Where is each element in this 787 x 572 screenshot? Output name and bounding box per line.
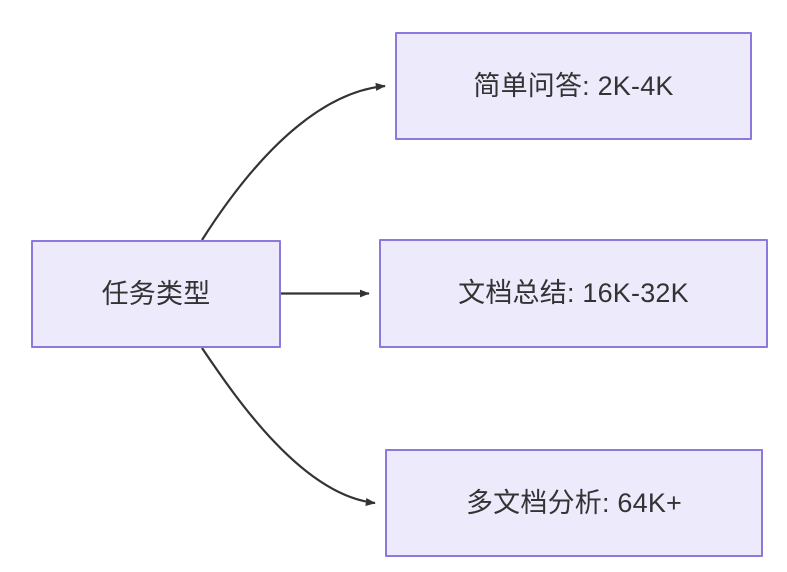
node-simple-qa[interactable]: 简单问答: 2K-4K: [395, 32, 752, 140]
node-doc-summary-label: 文档总结: 16K-32K: [458, 278, 689, 309]
node-task-type-label: 任务类型: [101, 278, 211, 309]
node-simple-qa-label: 简单问答: 2K-4K: [473, 70, 674, 101]
node-multi-doc-label: 多文档分析: 64K+: [465, 487, 682, 518]
node-doc-summary[interactable]: 文档总结: 16K-32K: [379, 239, 768, 348]
node-multi-doc[interactable]: 多文档分析: 64K+: [385, 449, 763, 557]
node-task-type[interactable]: 任务类型: [31, 240, 281, 348]
edge-root-to-multi-doc: [201, 347, 376, 506]
edge-root-to-simple-qa: [201, 82, 386, 241]
